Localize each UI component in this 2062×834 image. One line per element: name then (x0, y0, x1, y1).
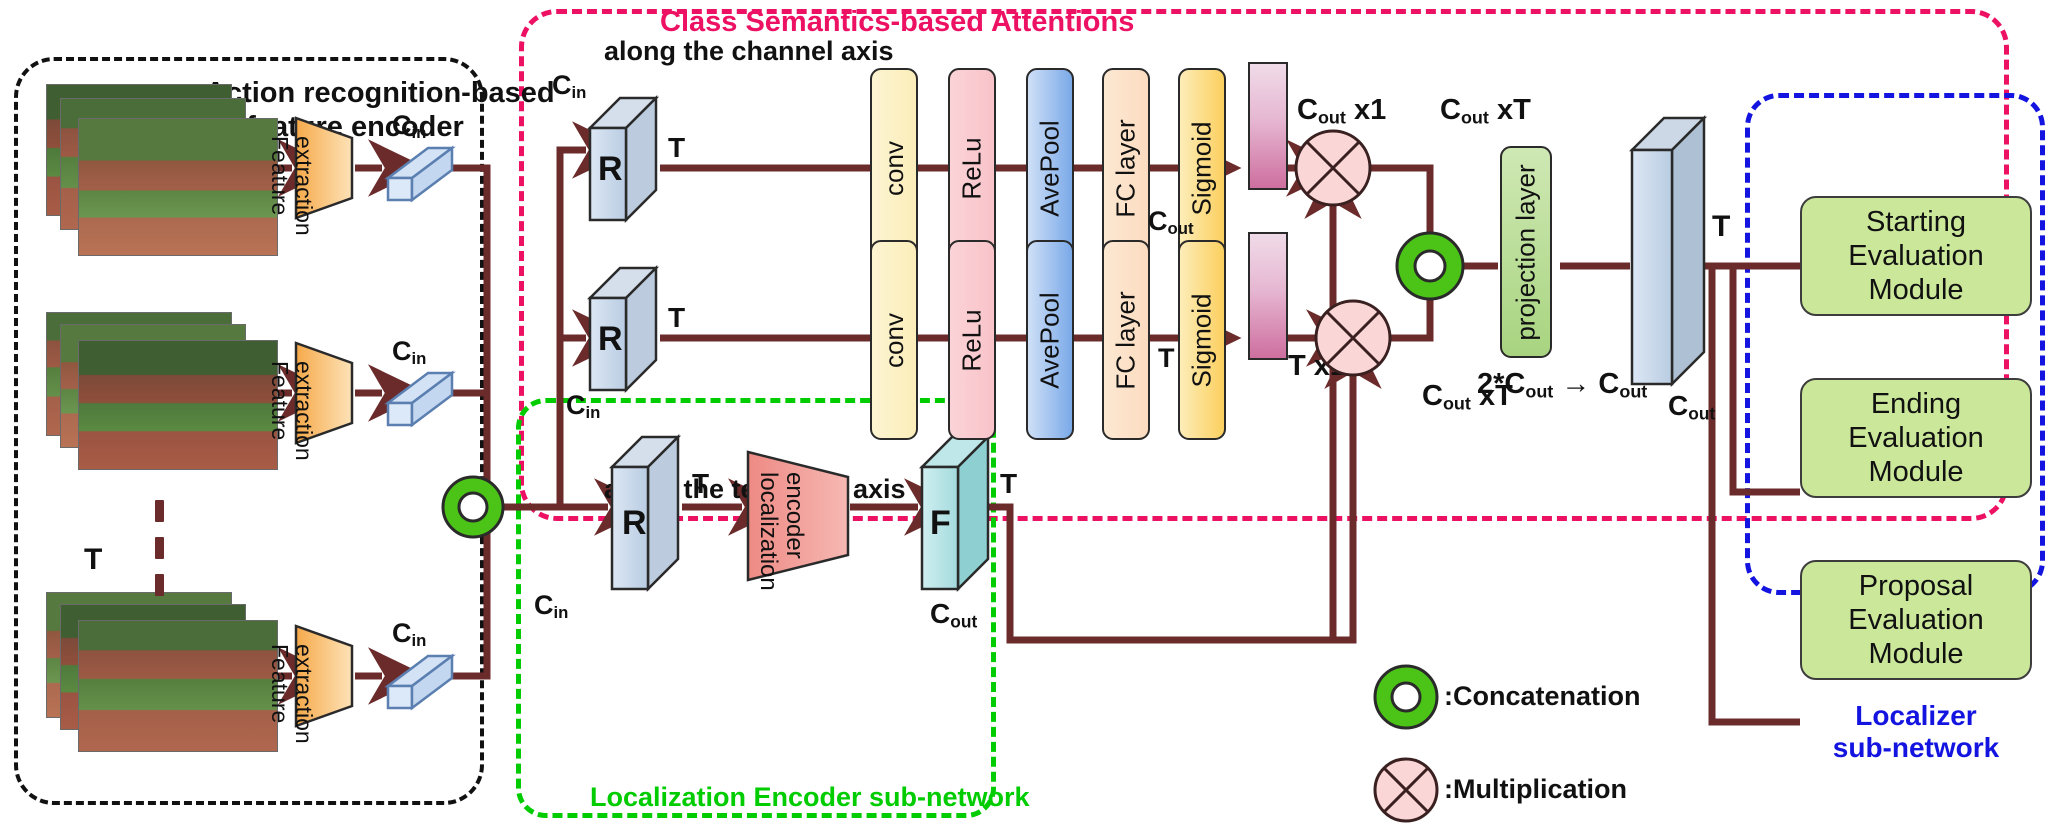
output-volume-t-label: T (1712, 210, 1731, 243)
channel-conv-block[interactable]: conv (870, 68, 918, 268)
frames-count-label: T (84, 543, 103, 576)
module-line3: Module (1868, 638, 1964, 671)
channel-axis-label: along the channel axis (604, 36, 894, 66)
cin-c: C (392, 618, 412, 648)
cin-c: C (392, 110, 412, 140)
concatenation-node-left (441, 475, 505, 539)
channel-avepool-block[interactable]: AvePool (1026, 68, 1074, 268)
attention-box-title: Class Semantics-based Attentions (660, 6, 1135, 38)
frames-ellipsis (155, 500, 164, 611)
localizer-title-line2: sub-network (1832, 732, 2000, 764)
output-volume-cout-label: Cout (1668, 390, 1716, 424)
ending-evaluation-module[interactable]: Ending Evaluation Module (1800, 378, 2032, 498)
localization-reshape-t: T (692, 468, 710, 499)
legend-multiplication-label: :Multiplication (1444, 774, 1627, 804)
feature-volume-t: T (1000, 468, 1018, 499)
temporal-reshape-t: T (668, 302, 686, 333)
cin-sub: in (411, 123, 427, 143)
cin-c: C (552, 70, 572, 100)
temporal-reshape-cin: Cin (566, 392, 600, 422)
temporal-inner-t-label: T (1158, 343, 1175, 373)
video-frame (78, 118, 278, 256)
channel-product-shape: Cout xT (1440, 94, 1531, 128)
module-line2: Evaluation (1848, 421, 1984, 454)
module-line1: Proposal (1858, 569, 1974, 602)
channel-attention-weights (1248, 62, 1288, 190)
feature-volume-label: F (930, 504, 951, 542)
cin-c: C (392, 336, 412, 366)
concatenation-ring-icon (1373, 664, 1439, 730)
module-line1: Starting (1866, 205, 1966, 238)
localizer-box-title: Localizer sub-network (1792, 700, 2040, 764)
multiplication-cross-icon (1373, 757, 1439, 823)
channel-sigmoid-block[interactable]: Sigmoid (1178, 68, 1226, 268)
temporal-sigmoid-block[interactable]: Sigmoid (1178, 240, 1226, 440)
module-line3: Module (1868, 456, 1964, 489)
module-line1: Ending (1870, 387, 1962, 420)
legend-concatenation-label: :Concatenation (1444, 681, 1641, 711)
cin-sub: in (571, 83, 587, 103)
channel-weight-shape: Cout x1 (1297, 94, 1387, 128)
cin-label-1: Cin (392, 112, 426, 142)
temporal-avepool-block[interactable]: AvePool (1026, 240, 1074, 440)
localization-encoder-container (516, 398, 996, 818)
projection-transform-label: 2*Cout → Cout (1477, 368, 1648, 402)
cin-sub: in (553, 603, 569, 623)
projection-layer-block[interactable]: projection layer (1500, 146, 1552, 358)
module-line2: Evaluation (1848, 239, 1984, 272)
multiplication-node-channel (1294, 129, 1372, 207)
localizer-title-line1: Localizer (1855, 700, 1977, 731)
localization-reshape-label: R (622, 504, 647, 542)
feature-volume-cout: Cout (930, 598, 978, 632)
channel-relu-block[interactable]: ReLu (948, 68, 996, 268)
starting-evaluation-module[interactable]: Starting Evaluation Module (1800, 196, 2032, 316)
channel-cout-label: Cout (1148, 206, 1194, 239)
cin-c: C (566, 390, 586, 420)
proposal-evaluation-module[interactable]: Proposal Evaluation Module (1800, 560, 2032, 680)
cin-label-2: Cin (392, 338, 426, 368)
channel-reshape-label: R (598, 150, 623, 188)
encoder-title-line1: Action recognition-based (205, 77, 555, 109)
module-line2: Evaluation (1848, 603, 1984, 636)
video-frame (78, 340, 278, 470)
temporal-relu-block[interactable]: ReLu (948, 240, 996, 440)
channel-reshape-cin: Cin (552, 72, 586, 102)
feature-encoder-container (14, 57, 484, 805)
encoder-title-line2: feature encoder (246, 111, 464, 144)
cin-label-3: Cin (392, 620, 426, 650)
cin-c: C (534, 590, 554, 620)
feature-encoder-title: Action recognition-based feature encoder (205, 76, 555, 144)
localization-box-title: Localization Encoder sub-network (590, 782, 1030, 812)
multiplication-node-temporal (1314, 299, 1392, 377)
temporal-reshape-label: R (598, 320, 623, 358)
temporal-fc-block[interactable]: FC layer (1102, 240, 1150, 440)
temporal-conv-block[interactable]: conv (870, 240, 918, 440)
module-line3: Module (1868, 274, 1964, 307)
temporal-product-shape: Cout xT (1422, 380, 1513, 414)
localization-reshape-cin: Cin (534, 592, 568, 622)
channel-reshape-t: T (668, 132, 686, 163)
video-frame (78, 620, 278, 752)
channel-fc-block[interactable]: FC layer (1102, 68, 1150, 268)
temporal-attention-weights (1248, 232, 1288, 360)
cin-sub: in (585, 403, 601, 423)
cin-sub: in (411, 631, 427, 651)
cin-sub: in (411, 349, 427, 369)
concatenation-node-right (1395, 231, 1465, 301)
